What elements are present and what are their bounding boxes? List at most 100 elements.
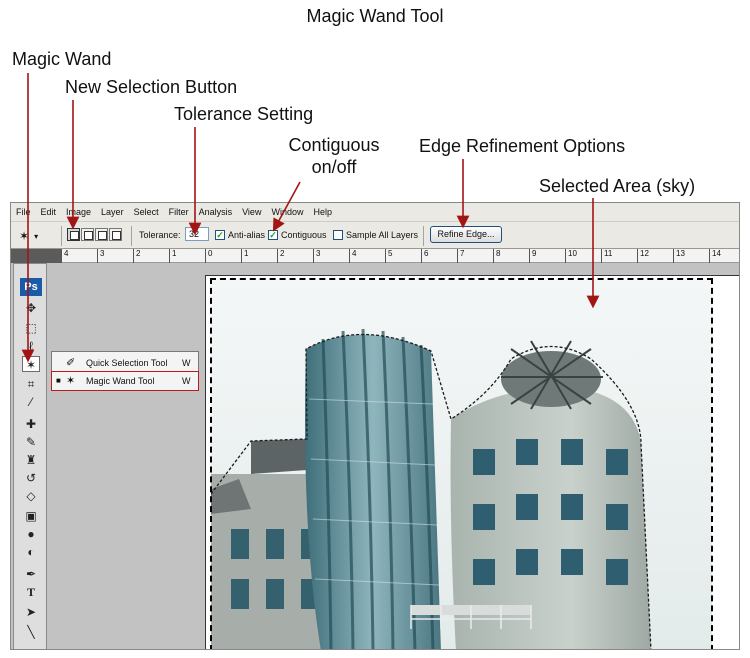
eraser-tool-icon[interactable]: ◇ [26,489,36,503]
anti-alias-checkbox[interactable]: ✓ Anti-alias [215,230,265,240]
blur-tool-icon[interactable]: ● [27,527,35,541]
callout-new-selection: New Selection Button [65,77,238,97]
ruler-tick: 0 [205,249,212,263]
ruler-tick: 11 [601,249,612,263]
type-tool-icon[interactable]: T [26,585,35,599]
callout-contiguous-line1: Contiguous [288,135,380,155]
lasso-tool-icon[interactable]: ℓ [29,339,33,353]
options-separator [131,226,132,246]
ruler-tick: 8 [493,249,500,263]
ruler-tick: 4 [349,249,356,263]
ruler-tick: 3 [313,249,320,263]
add-to-selection-button[interactable] [81,228,94,241]
pen-tool-icon[interactable]: ✒ [25,567,37,581]
ruler-tick: 10 [565,249,577,263]
callout-tolerance: Tolerance Setting [174,104,314,124]
ruler-tick: 9 [529,249,536,263]
menu-help[interactable]: Help [313,207,332,217]
ruler-tick: 1 [241,249,248,263]
anti-alias-label: Anti-alias [228,230,266,240]
ruler-tick: 7 [457,249,464,263]
brush-tool-icon[interactable]: ✎ [25,435,37,449]
ruler-tick: 1 [169,249,176,263]
contiguous-checkbox[interactable]: ✓ Contiguous [268,230,327,240]
callout-magic-wand: Magic Wand [12,49,112,69]
selection-mode-buttons [67,228,122,241]
checkbox-checked-icon: ✓ [268,230,278,240]
flyout-item-label: Quick Selection Tool [86,358,168,368]
intersect-selection-button[interactable] [109,228,122,241]
ruler-corner [11,249,61,263]
metal-dome [501,351,601,407]
menu-filter[interactable]: Filter [168,207,189,217]
sample-all-layers-label: Sample All Layers [346,230,419,240]
building-photo [211,279,712,649]
ruler-tick: 2 [277,249,284,263]
flyout-item-shortcut: W [182,358,191,368]
clone-stamp-icon[interactable]: ♜ [25,453,37,467]
menu-select[interactable]: Select [133,207,159,217]
options-bar: ✶ ▾ Tolerance: 32 ✓ Anti-alias ✓ Contigu… [11,221,739,249]
new-selection-button[interactable] [67,228,80,241]
flyout-item-quick-selection[interactable]: ✐ Quick Selection Tool W [52,354,198,372]
menu-file[interactable]: File [16,207,31,217]
quick-selection-icon: ✐ [66,357,76,369]
history-brush-icon[interactable]: ↺ [25,471,37,485]
ruler-tick: 6 [421,249,428,263]
menu-layer[interactable]: Layer [101,207,124,217]
stone-tower-windows [473,439,628,585]
callout-contiguous-line2: on/off [311,157,357,177]
contiguous-label: Contiguous [281,230,327,240]
magic-wand-icon: ✶ [66,375,76,387]
menu-image[interactable]: Image [66,207,92,217]
options-separator [61,226,62,246]
healing-brush-icon[interactable]: ✚ [25,417,37,431]
callout-contiguous: Contiguous on/off [280,134,388,178]
selected-bullet-icon: ■ [56,376,61,385]
tool-preset-picker[interactable]: ✶ ▾ [19,227,57,245]
selection-edge [211,333,652,649]
options-separator [423,226,424,246]
ruler-tick: 5 [385,249,392,263]
page-title: Magic Wand Tool [306,6,444,26]
refine-edge-button[interactable]: Refine Edge... [430,226,502,243]
path-selection-icon[interactable]: ➤ [25,605,37,619]
tool-flyout-menu: ✐ Quick Selection Tool W ■ ✶ Magic Wand … [51,351,199,391]
callout-selected-area: Selected Area (sky) [539,176,696,196]
magic-wand-tool-icon[interactable]: ✶ [22,356,40,372]
marquee-tool-icon[interactable]: ⬚ [25,321,37,335]
menu-analysis[interactable]: Analysis [198,207,233,217]
stone-tower [450,388,651,649]
photoshop-window: File Edit Image Layer Select Filter Anal… [10,202,740,650]
tolerance-label: Tolerance: [139,230,181,240]
ruler-tick: 3 [97,249,104,263]
photoshop-logo: Ps [20,278,42,296]
menu-edit[interactable]: Edit [40,207,57,217]
ruler-tick: 2 [133,249,140,263]
checkbox-checked-icon: ✓ [215,230,225,240]
eyedropper-tool-icon[interactable]: ⁄ [29,395,32,409]
building-illustration [211,279,712,649]
line-tool-icon[interactable]: ╲ [27,625,35,639]
chevron-down-icon: ▾ [34,231,39,241]
ruler-tick: 13 [673,249,685,263]
flyout-item-shortcut: W [182,376,191,386]
horizontal-ruler[interactable]: 4 3 2 1 0 1 2 3 4 5 6 7 8 9 10 11 12 13 … [61,249,739,263]
sample-all-layers-checkbox[interactable]: Sample All Layers [333,230,418,240]
move-tool-icon[interactable]: ✥ [25,301,37,315]
gradient-tool-icon[interactable]: ▣ [25,509,37,523]
menu-bar: File Edit Image Layer Select Filter Anal… [11,203,739,221]
menu-window[interactable]: Window [271,207,304,217]
crop-tool-icon[interactable]: ⌗ [27,377,35,391]
magic-wand-icon: ✶ [19,229,30,243]
flyout-item-magic-wand[interactable]: ■ ✶ Magic Wand Tool W [51,371,199,391]
menu-view[interactable]: View [242,207,262,217]
subtract-from-selection-button[interactable] [95,228,108,241]
ruler-tick: 14 [709,249,721,263]
tolerance-input[interactable]: 32 [185,227,209,241]
checkbox-unchecked-icon [333,230,343,240]
ruler-tick: 4 [61,249,68,263]
callout-edge-refinement: Edge Refinement Options [419,136,626,156]
dodge-tool-icon[interactable]: ◐ [27,545,35,559]
ruler-tick: 12 [637,249,649,263]
